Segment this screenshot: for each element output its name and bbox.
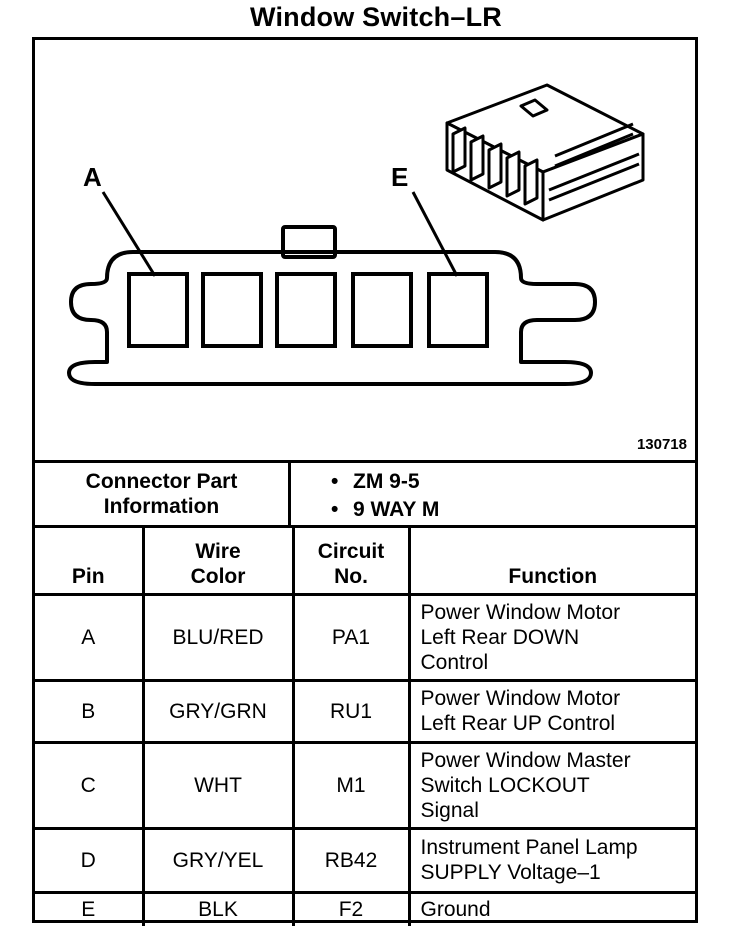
function-line: Left Rear DOWN <box>420 625 580 649</box>
circuit-cell: RB42 <box>291 826 411 894</box>
function-line: Power Window Motor <box>420 600 621 624</box>
function-line: Control <box>420 650 489 674</box>
leader-line-e <box>411 191 459 277</box>
connector-part-information: Connector Part Information ZM 9-5 9 WAY … <box>35 460 695 528</box>
connector-cavities <box>127 272 489 348</box>
function-line: Ground <box>420 898 491 922</box>
pin-cell: E <box>35 890 145 926</box>
header-function: Function <box>407 528 695 596</box>
table-row: B GRY/GRN RU1 Power Window Motor Left Re… <box>35 678 695 744</box>
header-circuit-line2: No. <box>334 564 368 588</box>
function-cell: Power Window Master Switch LOCKOUT Signa… <box>407 740 695 830</box>
connector-info-label-line1: Connector Part <box>85 470 238 493</box>
function-line: Instrument Panel Lamp <box>420 836 638 859</box>
table-row: D GRY/YEL RB42 Instrument Panel Lamp SUP… <box>35 826 695 894</box>
connector-iso-icon <box>445 83 645 222</box>
figure-number: 130718 <box>636 436 687 453</box>
header-circuit-no: Circuit No. <box>291 528 411 596</box>
cavity-a <box>127 272 189 348</box>
function-line: Power Window Master <box>420 748 631 772</box>
connector-face-outline <box>67 225 597 386</box>
table-row: C WHT M1 Power Window Master Switch LOCK… <box>35 740 695 830</box>
wire-color-cell: BLU/RED <box>141 592 295 682</box>
connector-info-item: 9 WAY M <box>331 496 439 524</box>
connector-info-items: ZM 9-5 9 WAY M <box>331 468 439 524</box>
connector-info-item: ZM 9-5 <box>331 468 439 496</box>
header-wire-color: Wire Color <box>141 528 295 596</box>
circuit-cell: PA1 <box>291 592 411 682</box>
table-row: E BLK F2 Ground <box>35 890 695 926</box>
function-line: SUPPLY Voltage–1 <box>420 861 601 884</box>
header-pin: Pin <box>35 528 145 596</box>
function-line: Left Rear UP Control <box>420 712 616 735</box>
pin-cell: C <box>35 740 145 830</box>
connector-face-drawing <box>67 83 645 386</box>
wire-color-cell: WHT <box>141 740 295 830</box>
pin-cell: D <box>35 826 145 894</box>
circuit-cell: F2 <box>291 890 411 926</box>
function-line: Power Window Motor <box>420 687 621 710</box>
function-cell: Power Window Motor Left Rear UP Control <box>407 678 695 744</box>
table-row: A BLU/RED PA1 Power Window Motor Left Re… <box>35 592 695 682</box>
connector-frame: A E 130718 Connector Part Information ZM… <box>32 37 698 926</box>
page-title: Window Switch–LR <box>250 2 502 32</box>
header-wire-color-line1: Wire <box>195 539 241 563</box>
circuit-cell: RU1 <box>291 678 411 744</box>
pin-label-e: E <box>391 162 409 192</box>
function-cell: Ground <box>407 890 695 926</box>
connector-diagram: A E 130718 <box>35 40 695 460</box>
pin-table: Pin Wire Color Circuit No. Function A BL… <box>35 528 695 926</box>
pin-table-header: Pin Wire Color Circuit No. Function <box>35 528 695 596</box>
header-wire-color-line2: Color <box>190 564 246 588</box>
connector-info-label-line2: Information <box>103 495 220 518</box>
cavity-d <box>351 272 413 348</box>
wire-color-cell: GRY/YEL <box>141 826 295 894</box>
connector-info-label: Connector Part Information <box>35 463 291 525</box>
cavity-b <box>201 272 263 348</box>
header-circuit-line1: Circuit <box>317 539 385 563</box>
pin-label-a: A <box>83 162 102 192</box>
cavity-e <box>427 272 489 348</box>
function-line: Signal <box>420 798 479 822</box>
wire-color-cell: BLK <box>141 890 295 926</box>
wire-color-cell: GRY/GRN <box>141 678 295 744</box>
leader-line-a <box>101 191 157 277</box>
function-cell: Instrument Panel Lamp SUPPLY Voltage–1 <box>407 826 695 894</box>
circuit-cell: M1 <box>291 740 411 830</box>
cavity-c <box>275 272 337 348</box>
pin-cell: A <box>35 592 145 682</box>
function-cell: Power Window Motor Left Rear DOWN Contro… <box>407 592 695 682</box>
pin-cell: B <box>35 678 145 744</box>
function-line: Switch LOCKOUT <box>420 773 590 797</box>
